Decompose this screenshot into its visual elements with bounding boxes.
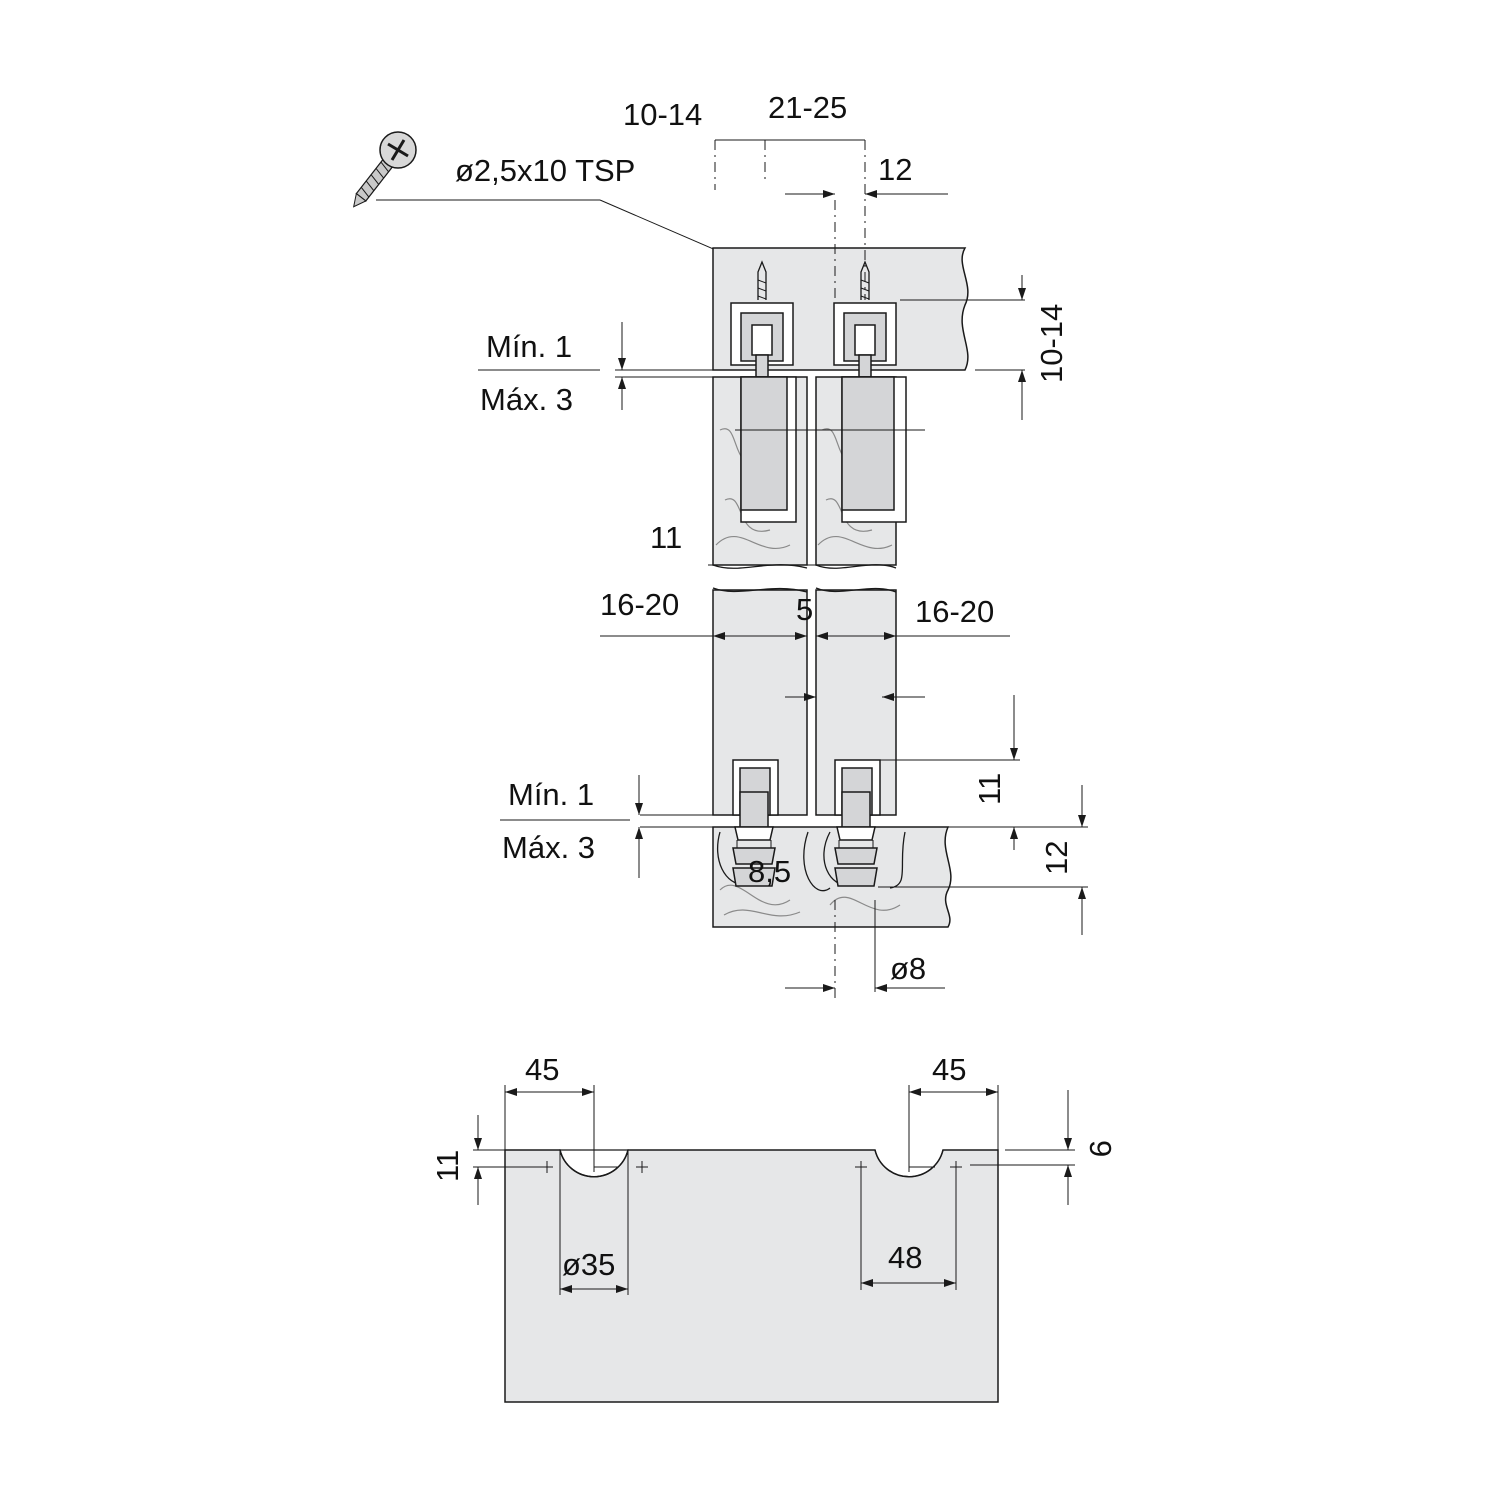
bottom-guide-right bbox=[834, 791, 878, 887]
dim-thickness-right: 16-20 bbox=[915, 594, 994, 629]
dim-11-vertical: 11 bbox=[972, 773, 1007, 805]
top-rail bbox=[712, 140, 969, 378]
dim-hole-diameter: ø8 bbox=[890, 951, 926, 986]
dim-cup-diameter: ø35 bbox=[562, 1247, 615, 1282]
screw-icon bbox=[352, 131, 417, 208]
bottom-gap-max: Máx. 3 bbox=[502, 830, 595, 865]
screw-label: ø2,5x10 TSP bbox=[455, 153, 635, 188]
top-carrier-left bbox=[730, 260, 794, 378]
bottom-gap-min: Mín. 1 bbox=[508, 777, 594, 812]
dim-left-offset: 10-14 bbox=[623, 97, 702, 132]
dim-gap: 5 bbox=[796, 592, 813, 627]
dim-track-spacing: 21-25 bbox=[768, 90, 847, 125]
top-gap-max: Máx. 3 bbox=[480, 382, 573, 417]
dim-45-left: 45 bbox=[525, 1052, 559, 1087]
dim-8-5: 8,5 bbox=[748, 854, 791, 889]
dim-12-vertical: 12 bbox=[1039, 841, 1074, 875]
dim-48: 48 bbox=[888, 1240, 922, 1275]
door-right bbox=[815, 376, 907, 816]
dim-center-12: 12 bbox=[878, 152, 912, 187]
bottom-track bbox=[712, 791, 952, 1000]
top-gap-min: Mín. 1 bbox=[486, 329, 572, 364]
dim-thickness-left: 16-20 bbox=[600, 587, 679, 622]
bottom-guide-left bbox=[732, 791, 776, 887]
dim-11: 11 bbox=[430, 1150, 465, 1182]
dim-rail-height: 10-14 bbox=[1034, 304, 1069, 383]
dim-45-right: 45 bbox=[932, 1052, 966, 1087]
top-carrier-right bbox=[833, 260, 897, 378]
dim-9: 9 bbox=[1083, 1140, 1118, 1157]
door-left bbox=[712, 376, 808, 816]
dim-11-left: 11 bbox=[650, 520, 682, 555]
